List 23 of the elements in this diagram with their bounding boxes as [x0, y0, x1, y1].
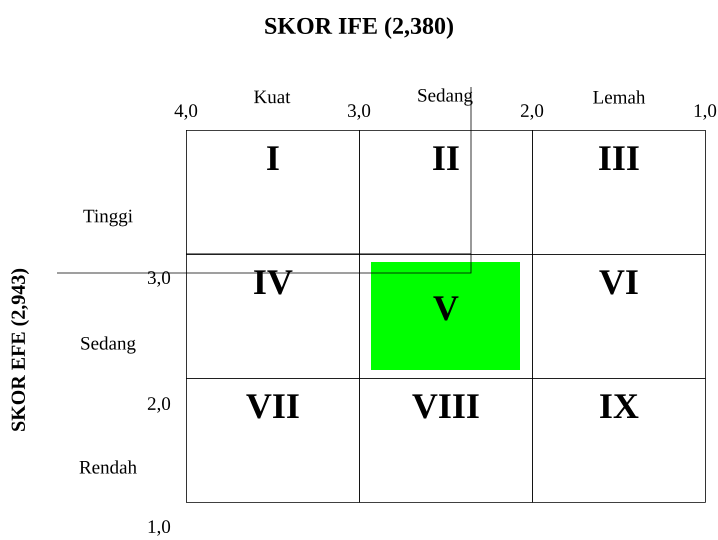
axis-title: SKOR EFE (2,943): [10, 268, 30, 431]
matrix-cell: VII: [186, 378, 360, 503]
row-header: Rendah: [80, 460, 137, 474]
matrix-cell: V: [359, 254, 533, 379]
chart-title: SKOR IFE (2,380): [265, 17, 453, 39]
row-header: Sedang: [81, 336, 136, 354]
matrix-cell: VI: [532, 254, 706, 379]
matrix-cell: VIII: [359, 378, 533, 503]
axis-tick-label: 1,0: [694, 104, 716, 120]
matrix-cell: III: [532, 130, 706, 255]
matrix-cell: IX: [532, 378, 706, 503]
column-header: Lemah: [593, 90, 646, 104]
axis-tick-label: 2,0: [148, 397, 170, 413]
row-header: Tinggi: [83, 210, 133, 226]
matrix-cell: II: [359, 130, 533, 255]
axis-tick-label: 3,0: [348, 104, 370, 120]
axis-tick-label: 2,0: [520, 104, 544, 120]
matrix-cell: I: [186, 130, 360, 255]
column-header: Kuat: [254, 90, 290, 104]
matrix-cell: IV: [186, 254, 360, 379]
axis-tick-label: 3,0: [148, 271, 170, 287]
axis-tick-label: 4,0: [174, 104, 198, 120]
axis-tick-label: 1,0: [148, 520, 170, 536]
